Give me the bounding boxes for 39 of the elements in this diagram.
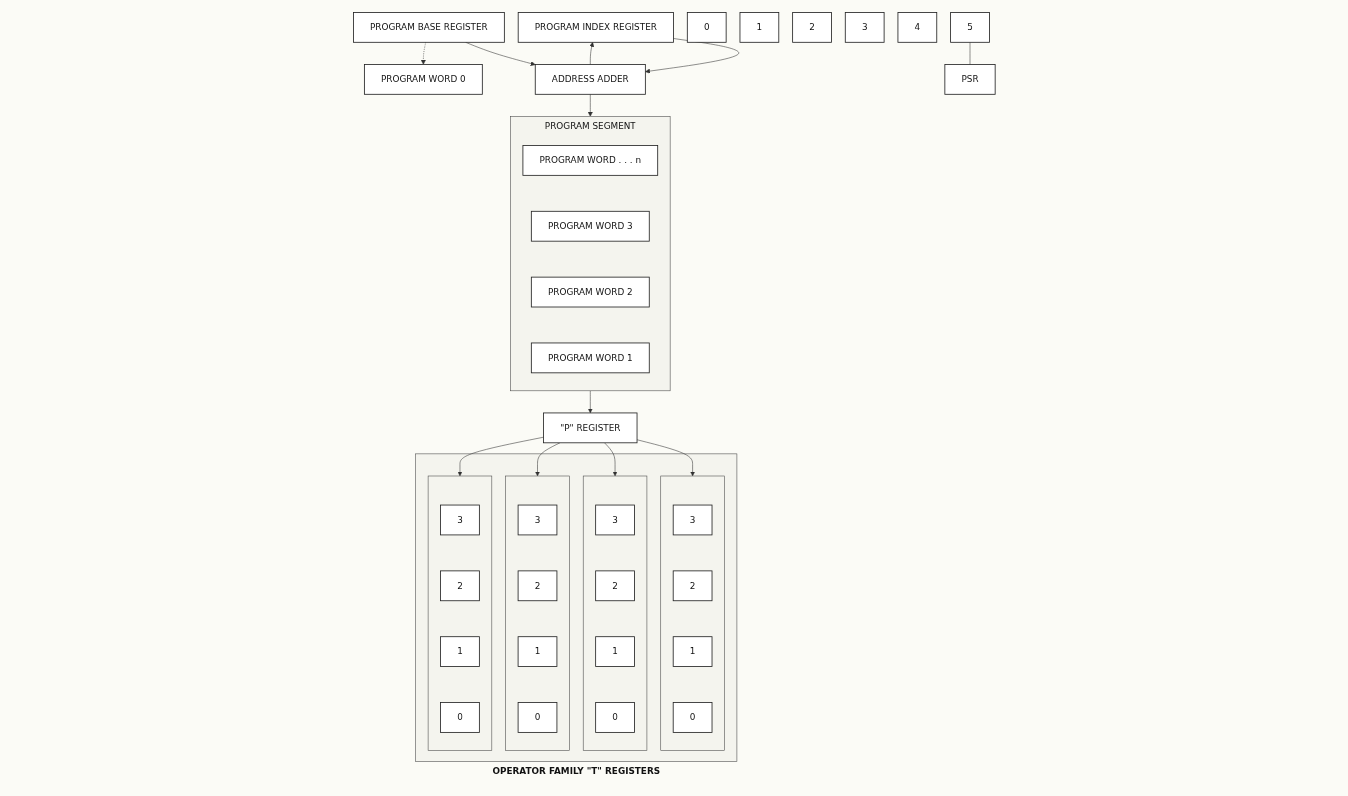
node-box: 1 [594, 636, 635, 667]
node-box: 3 [672, 504, 713, 536]
node-box: 1 [739, 12, 779, 43]
node-box: PROGRAM WORD 1 [530, 342, 650, 374]
node-box: 1 [439, 636, 480, 667]
node-box: 1 [672, 636, 713, 667]
node-box: 2 [439, 570, 480, 602]
cluster [427, 475, 492, 751]
cluster [660, 475, 725, 751]
node-box: 2 [672, 570, 713, 602]
node-box: 0 [686, 12, 727, 43]
node-label: OPERATOR FAMILY "T" REGISTERS [492, 765, 660, 777]
node-box: 0 [439, 702, 480, 733]
node-box: PSR [944, 64, 996, 95]
node-box: 3 [517, 504, 558, 536]
node-box: 3 [844, 12, 885, 43]
node-box: 5 [949, 12, 990, 43]
node-box: 1 [517, 636, 558, 667]
node-box: PROGRAM WORD . . . n [522, 145, 658, 176]
cluster [415, 453, 737, 762]
node-box: 0 [672, 702, 713, 733]
node-box: PROGRAM BASE REGISTER [352, 12, 505, 43]
node-box: 3 [594, 504, 635, 536]
node-box: 0 [517, 702, 558, 733]
node-box: 4 [897, 12, 937, 43]
connector [969, 42, 970, 65]
node-box: 0 [594, 702, 635, 733]
cluster [582, 475, 647, 751]
node-box: ADDRESS ADDER [534, 64, 646, 95]
node-box: 2 [517, 570, 558, 602]
node-box: PROGRAM WORD 2 [530, 276, 650, 308]
node-box: 2 [594, 570, 635, 602]
cluster [505, 475, 570, 751]
node-box: PROGRAM WORD 0 [363, 64, 483, 95]
node-box: 3 [439, 504, 480, 536]
node-box: PROGRAM INDEX REGISTER [517, 12, 674, 43]
node-box: "P" REGISTER [542, 412, 638, 444]
node-box: PROGRAM WORD 3 [530, 210, 650, 242]
node-box: 2 [791, 12, 832, 43]
